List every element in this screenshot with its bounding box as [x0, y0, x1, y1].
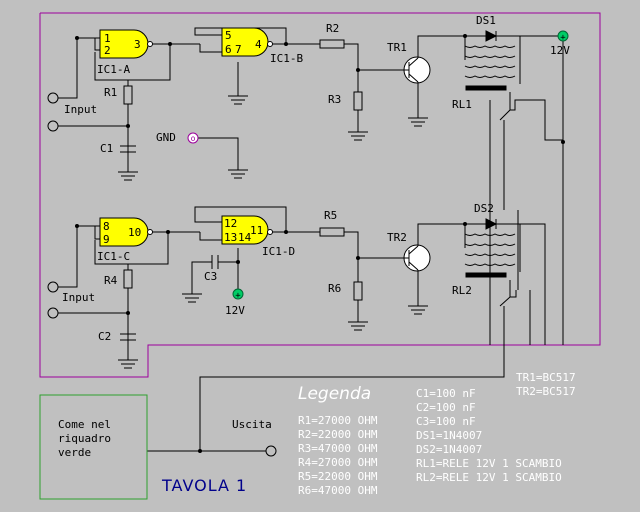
pin-b6: 6 — [225, 43, 232, 56]
pin-d11: 11 — [250, 224, 263, 237]
v12-terminal-c3 — [232, 288, 244, 300]
svg-text:+: + — [235, 291, 241, 301]
legend-transistor: TR2=BC517 — [516, 385, 576, 398]
label-tr1: TR1 — [387, 41, 407, 54]
top-channel — [47, 27, 564, 345]
legend: Legenda R1=27000 OHM R2=22000 OHM R3=470… — [298, 371, 576, 497]
pin-c10: 10 — [128, 226, 141, 239]
legend-resistor: R3=47000 OHM — [298, 442, 378, 455]
pin-b7: 7 — [235, 43, 242, 56]
pin-d14: 14 — [238, 231, 252, 244]
legend-transistor: TR1=BC517 — [516, 371, 576, 384]
box-line-1: Come nel — [58, 418, 111, 431]
pin-d13: 13 — [224, 231, 237, 244]
label-c3: C3 — [204, 270, 217, 283]
label-tr2: TR2 — [387, 231, 407, 244]
gnd-terminal — [187, 132, 199, 144]
terminals: + + o — [187, 30, 569, 301]
legend-component: C1=100 nF — [416, 387, 476, 400]
output-wiring — [147, 345, 505, 457]
legend-resistor: R4=27000 OHM — [298, 456, 378, 469]
label-c1: C1 — [100, 142, 113, 155]
bottom-channel — [47, 206, 546, 369]
label-12v-top: 12V — [550, 44, 570, 57]
label-r2: R2 — [326, 22, 339, 35]
pin-b5: 5 — [225, 29, 232, 42]
label-rl2: RL2 — [452, 284, 472, 297]
legend-component: C2=100 nF — [416, 401, 476, 414]
pin-c8: 8 — [103, 220, 110, 233]
legend-component: C3=100 nF — [416, 415, 476, 428]
pin-a3: 3 — [134, 38, 141, 51]
pin-a2: 2 — [104, 44, 111, 57]
label-ic1d: IC1-D — [262, 245, 295, 258]
label-ic1b: IC1-B — [270, 52, 303, 65]
legend-title: Legenda — [298, 384, 371, 404]
svg-text:o: o — [191, 134, 196, 143]
pin-b4: 4 — [255, 38, 262, 51]
green-box — [39, 394, 148, 500]
label-input-top: Input — [64, 103, 97, 116]
legend-resistor: R5=22000 OHM — [298, 470, 378, 483]
legend-resistor: R6=47000 OHM — [298, 484, 378, 497]
label-ic1c: IC1-C — [97, 250, 130, 263]
label-r4: R4 — [104, 274, 118, 287]
label-c2: C2 — [98, 330, 111, 343]
label-gnd: GND — [156, 131, 176, 144]
legend-resistor: R1=27000 OHM — [298, 414, 378, 427]
box-line-2: riquadro — [58, 432, 111, 445]
label-r6: R6 — [328, 282, 341, 295]
label-12v-c3: 12V — [225, 304, 245, 317]
legend-component: RL1=RELE 12V 1 SCAMBIO — [416, 457, 562, 470]
labels: Input Input IC1-A IC1-B IC1-C IC1-D R1 R… — [58, 14, 570, 495]
pin-c9: 9 — [103, 233, 110, 246]
svg-text:+: + — [560, 33, 566, 43]
label-rl1: RL1 — [452, 98, 472, 111]
board-outline — [39, 12, 601, 378]
pin-a1: 1 — [104, 32, 111, 45]
tavola-title: TAVOLA 1 — [161, 476, 247, 495]
label-ds1: DS1 — [476, 14, 496, 27]
pin-d12: 12 — [224, 217, 237, 230]
junctions — [75, 34, 565, 315]
label-r5: R5 — [324, 209, 337, 222]
label-uscita: Uscita — [232, 418, 272, 431]
legend-component: RL2=RELE 12V 1 SCAMBIO — [416, 471, 562, 484]
label-ds2: DS2 — [474, 202, 494, 215]
label-r1: R1 — [104, 86, 117, 99]
label-input-bottom: Input — [62, 291, 95, 304]
label-r3: R3 — [328, 93, 341, 106]
gates — [99, 27, 273, 247]
legend-component: DS1=1N4007 — [416, 429, 482, 442]
legend-component: DS2=1N4007 — [416, 443, 482, 456]
v12-terminal-top — [557, 30, 569, 42]
label-ic1a: IC1-A — [97, 63, 130, 76]
legend-resistor: R2=22000 OHM — [298, 428, 378, 441]
box-line-3: verde — [58, 446, 91, 459]
